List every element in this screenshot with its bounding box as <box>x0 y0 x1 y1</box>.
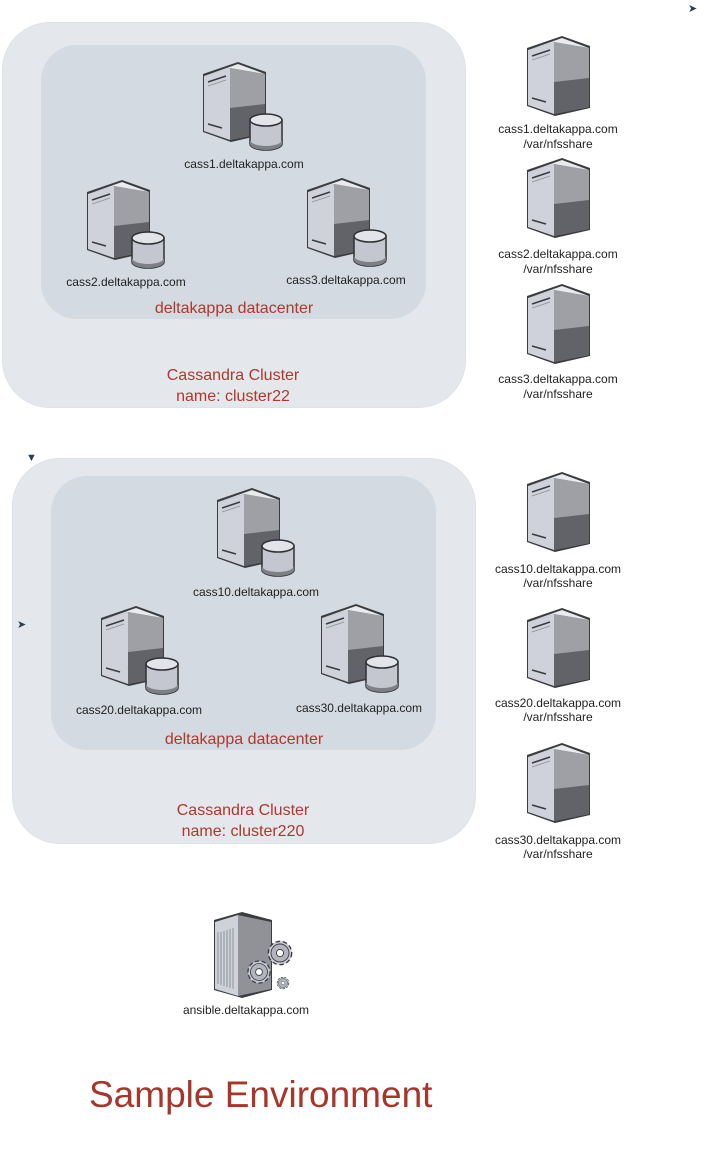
nfs-3-path: /var/nfsshare <box>523 387 593 401</box>
nfs-5-host: cass20.deltakappa.com <box>494 696 622 710</box>
nfs-2-host: cass2.deltakappa.com <box>498 247 618 261</box>
server-icon[interactable] <box>524 470 592 559</box>
cluster-label-2: Cassandra Cluster <box>176 802 310 819</box>
database-server-icon[interactable] <box>304 176 372 260</box>
nfs-6-path: /var/nfsshare <box>523 847 593 861</box>
database-server-icon[interactable] <box>200 60 268 144</box>
server-icon[interactable] <box>524 741 592 830</box>
server-icon[interactable] <box>524 282 592 371</box>
cluster-label-1: Cassandra Cluster <box>166 367 300 384</box>
cluster-name-1: name: cluster22 <box>176 388 290 405</box>
nfs-2-path: /var/nfsshare <box>523 262 593 276</box>
nfs-1-path: /var/nfsshare <box>523 137 593 151</box>
database-server-icon[interactable] <box>84 178 152 262</box>
nfs-5-path: /var/nfsshare <box>523 710 593 724</box>
arrow-marker-icon: ▼ <box>26 452 37 464</box>
cluster1-node-2-label: cass2.deltakappa.com <box>66 275 186 289</box>
nfs-6-host: cass30.deltakappa.com <box>494 833 622 847</box>
ansible-host-label: ansible.deltakappa.com <box>182 1003 310 1017</box>
arrow-marker-icon: ➤ <box>688 3 698 15</box>
database-server-icon[interactable] <box>214 486 282 570</box>
cluster2-node-1-label: cass10.deltakappa.com <box>192 585 320 599</box>
cluster1-node-1-label: cass1.deltakappa.com <box>184 157 304 171</box>
arrow-marker-icon: ➤ <box>17 619 27 631</box>
nfs-1-host: cass1.deltakappa.com <box>498 122 618 136</box>
cluster2-node-2-label: cass20.deltakappa.com <box>75 703 203 717</box>
page-title: Sample Environment <box>89 1074 433 1115</box>
server-icon[interactable] <box>524 34 592 123</box>
database-server-icon[interactable] <box>98 604 166 688</box>
database-server-icon[interactable] <box>318 602 386 686</box>
cluster-name-2: name: cluster220 <box>181 823 305 840</box>
nfs-4-path: /var/nfsshare <box>523 576 593 590</box>
nfs-3-host: cass3.deltakappa.com <box>498 372 618 386</box>
nfs-4-host: cass10.deltakappa.com <box>494 562 622 576</box>
config-server-icon[interactable] <box>212 910 302 1000</box>
datacenter-label-1: deltakappa datacenter <box>154 300 314 317</box>
server-icon[interactable] <box>524 156 592 245</box>
datacenter-label-2: deltakappa datacenter <box>164 731 324 748</box>
cluster1-node-3-label: cass3.deltakappa.com <box>286 273 406 287</box>
cluster2-node-3-label: cass30.deltakappa.com <box>295 701 423 715</box>
server-icon[interactable] <box>524 606 592 695</box>
